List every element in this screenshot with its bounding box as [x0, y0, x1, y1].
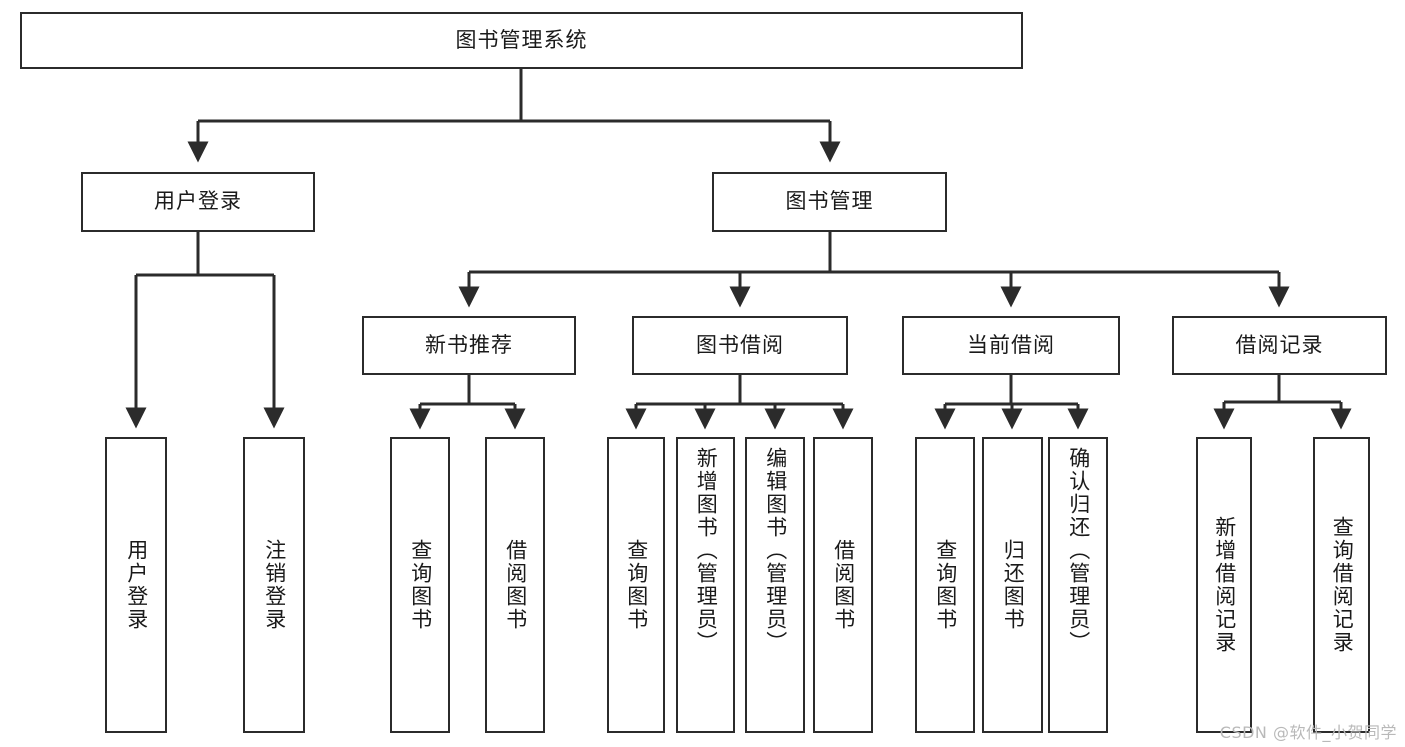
- node-leaf-logout-login-label: 注销登录: [262, 539, 287, 631]
- node-leaf-query-book-3[interactable]: 查询图书: [915, 437, 975, 733]
- node-user-login[interactable]: 用户登录: [81, 172, 315, 232]
- node-leaf-return-book-label: 归还图书: [1001, 539, 1026, 631]
- node-leaf-return-book[interactable]: 归还图书: [982, 437, 1043, 733]
- node-new-book-recommend[interactable]: 新书推荐: [362, 316, 576, 375]
- node-leaf-add-borrow-record-label: 新增借阅记录: [1212, 516, 1237, 654]
- node-leaf-borrow-book-2[interactable]: 借阅图书: [813, 437, 873, 733]
- node-leaf-query-book-2[interactable]: 查询图书: [607, 437, 665, 733]
- node-leaf-borrow-book-2-label: 借阅图书: [831, 539, 856, 631]
- node-leaf-add-book-label: 新增图书（管理员）: [694, 447, 719, 654]
- node-book-borrow-label: 图书借阅: [696, 332, 784, 357]
- node-root-label: 图书管理系统: [455, 27, 588, 52]
- node-leaf-query-borrow-record[interactable]: 查询借阅记录: [1313, 437, 1370, 733]
- node-leaf-query-borrow-record-label: 查询借阅记录: [1330, 516, 1355, 654]
- node-leaf-query-book-3-label: 查询图书: [933, 539, 958, 631]
- node-current-borrow[interactable]: 当前借阅: [902, 316, 1120, 375]
- node-leaf-user-login-label: 用户登录: [124, 539, 149, 631]
- node-leaf-add-borrow-record[interactable]: 新增借阅记录: [1196, 437, 1252, 733]
- node-leaf-user-login[interactable]: 用户登录: [105, 437, 167, 733]
- node-book-management[interactable]: 图书管理: [712, 172, 947, 232]
- node-leaf-borrow-book-1-label: 借阅图书: [503, 539, 528, 631]
- node-user-login-label: 用户登录: [154, 189, 242, 214]
- node-new-book-recommend-label: 新书推荐: [425, 332, 513, 357]
- node-leaf-edit-book-label: 编辑图书（管理员）: [763, 447, 788, 654]
- node-leaf-confirm-return-label: 确认归还（管理员）: [1066, 447, 1091, 654]
- node-leaf-borrow-book-1[interactable]: 借阅图书: [485, 437, 545, 733]
- node-leaf-logout-login[interactable]: 注销登录: [243, 437, 305, 733]
- node-borrow-record[interactable]: 借阅记录: [1172, 316, 1387, 375]
- node-leaf-query-book-1[interactable]: 查询图书: [390, 437, 450, 733]
- node-current-borrow-label: 当前借阅: [967, 332, 1055, 357]
- node-book-borrow[interactable]: 图书借阅: [632, 316, 848, 375]
- node-leaf-query-book-2-label: 查询图书: [624, 539, 649, 631]
- node-leaf-query-book-1-label: 查询图书: [408, 539, 433, 631]
- node-leaf-add-book[interactable]: 新增图书（管理员）: [676, 437, 735, 733]
- node-borrow-record-label: 借阅记录: [1235, 332, 1324, 357]
- node-leaf-edit-book[interactable]: 编辑图书（管理员）: [745, 437, 805, 733]
- node-book-management-label: 图书管理: [785, 189, 874, 214]
- node-root[interactable]: 图书管理系统: [20, 12, 1023, 69]
- node-leaf-confirm-return[interactable]: 确认归还（管理员）: [1048, 437, 1108, 733]
